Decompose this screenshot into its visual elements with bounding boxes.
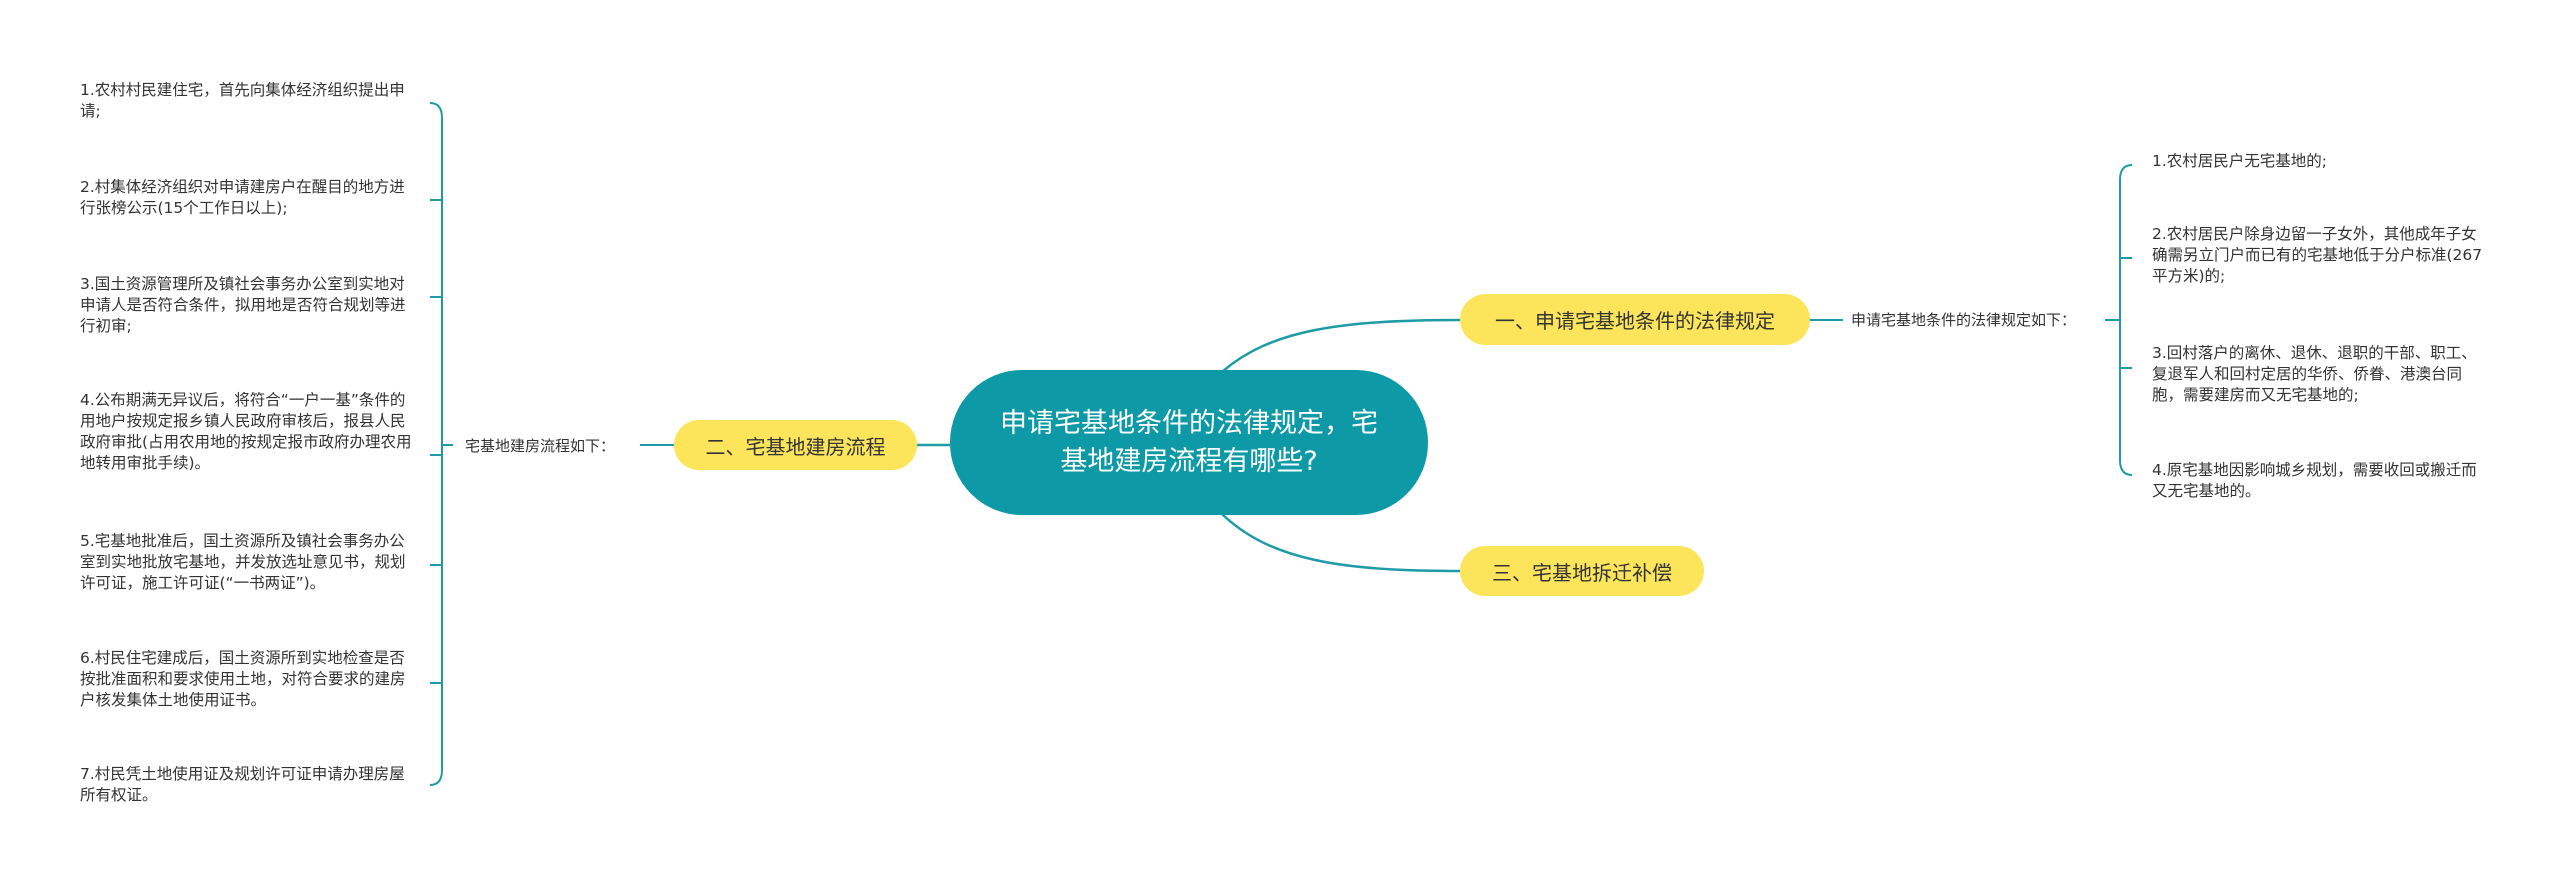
branch-legal-conditions[interactable]: 一、申请宅基地条件的法律规定 xyxy=(1460,294,1810,345)
leaf-process-step-1[interactable]: 1.农村村民建住宅，首先向集体经济组织提出申请; xyxy=(80,81,405,120)
leaf-process-step-3[interactable]: 3.国土资源管理所及镇社会事务办公室到实地对申请人是否符合条件，拟用地是否符合规… xyxy=(80,275,406,335)
branch-build-process[interactable]: 二、宅基地建房流程 xyxy=(674,420,917,470)
root-topic[interactable]: 申请宅基地条件的法律规定，宅基地建房流程有哪些? xyxy=(950,370,1428,515)
link-root-b1 xyxy=(1221,318,1461,373)
leaf-condition-4[interactable]: 4.原宅基地因影响城乡规划，需要收回或搬迁而又无宅基地的。 xyxy=(2152,461,2477,500)
branch-demolition-compensation[interactable]: 三、宅基地拆迁补偿 xyxy=(1460,546,1704,596)
branch-label: 三、宅基地拆迁补偿 xyxy=(1492,560,1672,585)
bracket-right xyxy=(2105,164,2133,476)
leaf-process-step-5[interactable]: 5.宅基地批准后，国土资源所及镇社会事务办公室到实地批放宅基地，并发放选址意见书… xyxy=(80,532,406,592)
leaf-process-step-7[interactable]: 7.村民凭土地使用证及规划许可证申请办理房屋所有权证。 xyxy=(80,765,405,804)
branch-label: 一、申请宅基地条件的法律规定 xyxy=(1495,309,1775,333)
leaf-process-step-4[interactable]: 4.公布期满无异议后，将符合“一户一基”条件的用地户按规定报乡镇人民政府审核后，… xyxy=(80,391,412,472)
leaf-process-step-6[interactable]: 6.村民住宅建成后，国土资源所到实地检查是否按批准面积和要求使用土地，对符合要求… xyxy=(80,649,406,709)
link-root-b3 xyxy=(1221,513,1461,573)
leaf-process-step-2[interactable]: 2.村集体经济组织对申请建房户在醒目的地方进行张榜公示(15个工作日以上); xyxy=(80,178,405,217)
sub-build-process[interactable]: 宅基地建房流程如下： xyxy=(465,437,616,455)
root-title: 申请宅基地条件的法律规定，宅基地建房流程有哪些? xyxy=(1000,407,1378,477)
branch-label: 二、宅基地建房流程 xyxy=(705,434,886,459)
leaf-condition-3[interactable]: 3.回村落户的离休、退休、退职的干部、职工、复退军人和回村定居的华侨、侨眷、港澳… xyxy=(2152,344,2477,404)
leaf-condition-2[interactable]: 2.农村居民户除身边留一子女外，其他成年子女确需另立门户而已有的宅基地低于分户标… xyxy=(2152,225,2483,285)
leaf-condition-1[interactable]: 1.农村居民户无宅基地的; xyxy=(2152,152,2328,170)
bracket-left xyxy=(429,102,453,786)
sub-legal-conditions[interactable]: 申请宅基地条件的法律规定如下： xyxy=(1851,311,2077,329)
